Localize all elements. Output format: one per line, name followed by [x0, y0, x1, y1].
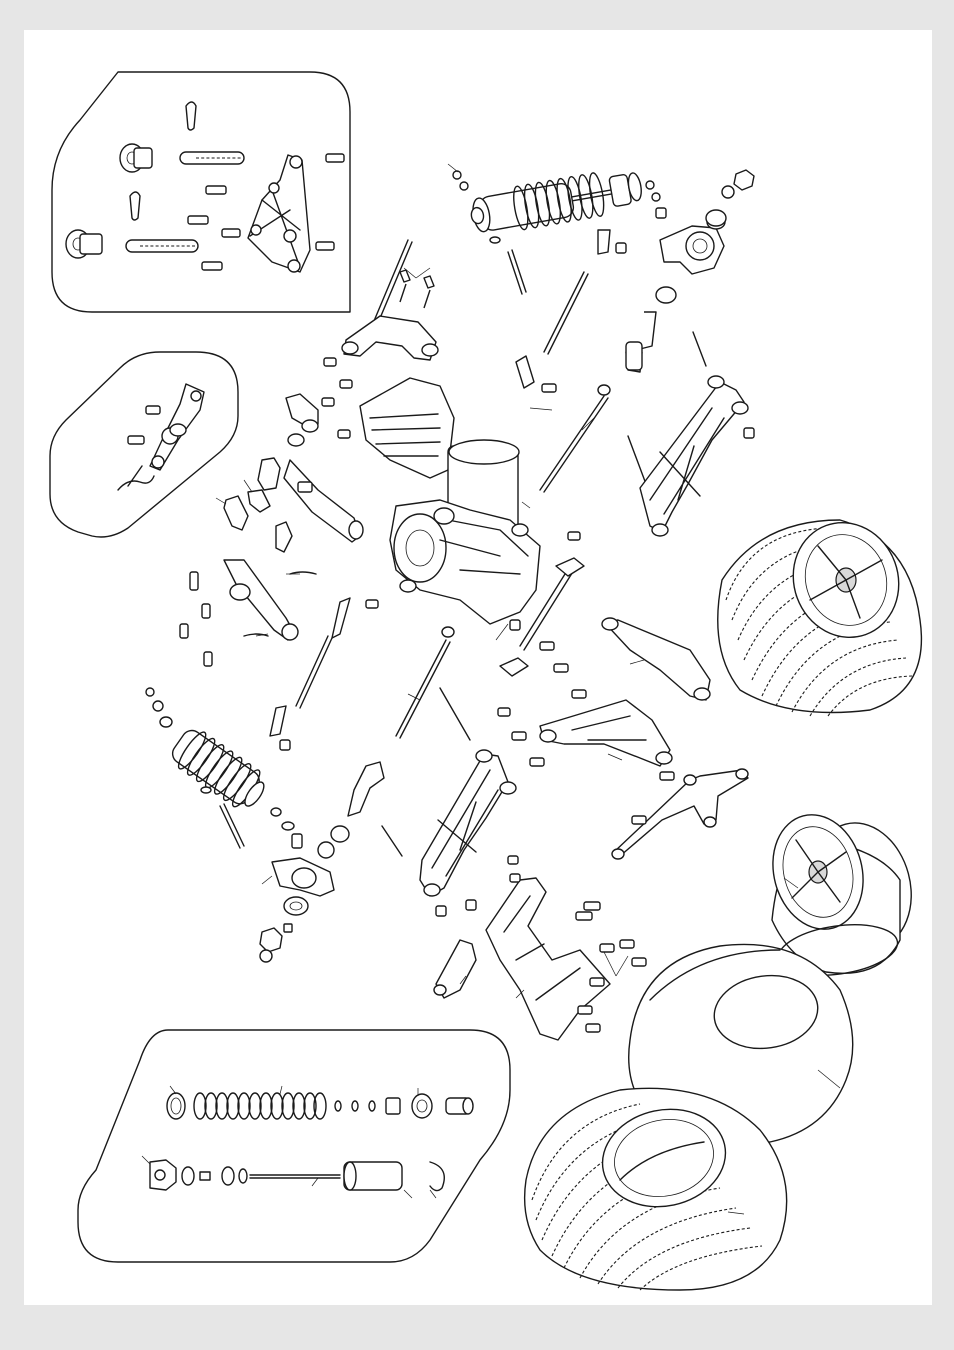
inset-steering-bellcrank: [50, 352, 238, 537]
inset-spring: [194, 1093, 326, 1119]
exploded-view-svg: [24, 30, 932, 1305]
skid-plate: [434, 856, 646, 1040]
rear-wheel-bottom: [525, 1088, 787, 1290]
diagram-sheet: [24, 30, 932, 1305]
inset-shock-rebuild: [78, 1030, 510, 1262]
rear-wheel-right: [718, 508, 922, 716]
suspension-arms: [498, 618, 748, 859]
rear-arm-right: [640, 376, 754, 536]
front-lower-arm: [382, 750, 516, 916]
main-gearbox: [360, 378, 586, 740]
inset-front-shock-tower: [52, 72, 350, 312]
front-left-steering: [180, 394, 378, 750]
front-hub: [260, 762, 384, 962]
